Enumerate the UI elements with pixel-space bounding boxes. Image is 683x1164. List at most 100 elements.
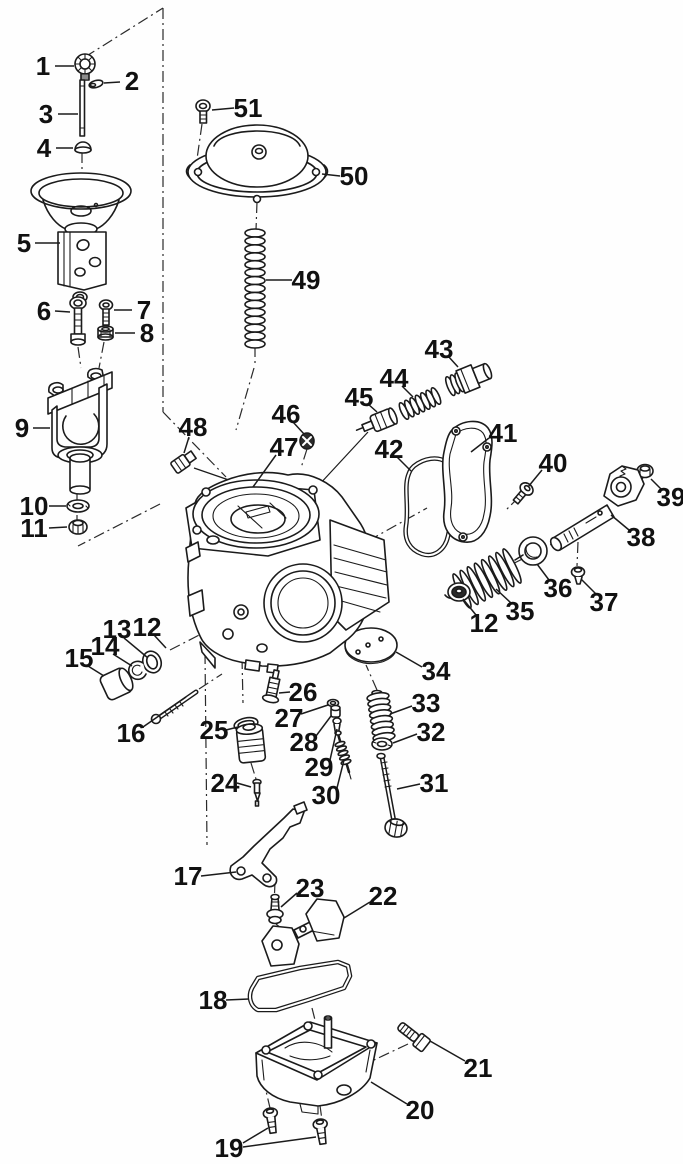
part-19-screws: [262, 1107, 328, 1146]
leader-line-50: [321, 173, 341, 177]
part-number-label-11: 11: [20, 513, 48, 543]
part-33-spring: [366, 689, 396, 743]
leader-line-48: [183, 436, 190, 454]
alignment-line: [195, 123, 203, 167]
part-carburetor-body: [185, 471, 390, 674]
leader-line-28: [315, 715, 332, 737]
part-48-plug: [170, 450, 197, 474]
leader-line-18: [225, 998, 250, 1001]
part-30-spring-coil: [334, 740, 352, 766]
part-2-clip: [88, 79, 104, 89]
part-number-label-36: 36: [544, 573, 573, 603]
alignment-line: [162, 411, 227, 478]
alignment-line: [204, 652, 208, 846]
pointer-line: [317, 431, 369, 487]
leader-line-16: [142, 696, 187, 728]
leader-line-44: [401, 385, 414, 398]
leader-line-40: [527, 469, 543, 488]
part-number-label-41: 41: [489, 418, 518, 448]
part-number-label-25: 25: [200, 715, 229, 745]
part-22-float: [261, 898, 345, 967]
part-21-drain-screw: [397, 1022, 431, 1053]
leader-line-36: [536, 563, 550, 581]
part-number-label-12: 12: [470, 608, 499, 638]
alignment-line: [273, 881, 276, 907]
part-number-label-44: 44: [380, 363, 409, 393]
leader-line-38: [610, 514, 630, 531]
part-number-label-17: 17: [174, 861, 203, 891]
part-34-diaphragm-cover-disc: [344, 627, 398, 665]
leader-line-25: [225, 726, 239, 731]
leader-line-17: [200, 871, 237, 877]
alignment-line: [77, 346, 82, 369]
part-32-washer: [371, 737, 393, 751]
part-24-plunger-and-needle: [235, 723, 267, 807]
part-number-label-51: 51: [234, 93, 263, 123]
leader-line-19: [242, 1136, 317, 1148]
alignment-line: [349, 507, 428, 552]
leader-line-47: [252, 454, 277, 488]
alignment-line: [77, 503, 161, 547]
part-43-fitting: [444, 362, 493, 397]
part-number-label-35: 35: [506, 596, 535, 626]
leader-line-42: [396, 456, 412, 472]
part-number-label-6: 6: [37, 296, 51, 326]
part-45-plunger: [355, 407, 398, 433]
leader-line-46: [292, 421, 305, 435]
part-number-label-18: 18: [199, 985, 228, 1015]
part-number-label-21: 21: [464, 1053, 493, 1083]
leader-line-13: [123, 637, 149, 659]
part-6-bolt: [69, 296, 87, 346]
part-number-label-39: 39: [657, 482, 683, 512]
part-10-washer: [66, 499, 90, 513]
leader-line-29: [329, 728, 338, 761]
alignment-line: [250, 762, 257, 780]
leader-line-15: [87, 665, 105, 677]
part-46-cap: [299, 432, 315, 450]
part-9-bracket-assembly: [47, 367, 113, 495]
part-17-bracket: [229, 801, 308, 888]
part-7-screw: [98, 299, 114, 326]
part-number-label-38: 38: [627, 522, 656, 552]
leader-line-30: [336, 759, 345, 789]
part-number-label-28: 28: [290, 727, 319, 757]
part-number-label-19: 19: [215, 1133, 244, 1163]
part-number-label-29: 29: [305, 752, 334, 782]
part-37-screw: [570, 566, 586, 585]
part-1-needle-seat: [74, 53, 96, 81]
alignment-line: [84, 7, 164, 58]
part-number-label-42: 42: [375, 434, 404, 464]
leader-line-20: [370, 1081, 408, 1105]
part-36-seal-ring: [518, 536, 548, 566]
leader-line-41: [470, 437, 490, 453]
part-number-label-16: 16: [117, 718, 146, 748]
leader-line-14: [112, 653, 133, 667]
leader-line-19: [242, 1127, 269, 1144]
leader-line-33: [389, 705, 413, 715]
part-16-screw: [150, 689, 199, 725]
part-39-nut: [636, 463, 654, 479]
part-49-slide-spring: [244, 228, 266, 349]
alignment-line: [311, 1007, 316, 1021]
alignment-line: [300, 448, 308, 469]
part-number-label-7: 7: [137, 295, 151, 325]
leader-line-32: [392, 733, 418, 744]
part-number-label-8: 8: [140, 318, 154, 348]
part-4-needle-cap: [74, 141, 92, 154]
leader-line-6: [54, 310, 71, 313]
leader-line-12: [462, 598, 477, 616]
leader-line-35: [495, 588, 512, 604]
part-41-cover-plate: [441, 420, 493, 543]
alignment-line: [235, 367, 255, 431]
part-number-label-20: 20: [406, 1095, 435, 1125]
part-15-cap: [99, 667, 134, 701]
part-26-jet: [261, 669, 281, 704]
alignment-line: [576, 541, 579, 567]
part-number-label-47: 47: [270, 432, 299, 462]
part-number-label-3: 3: [39, 99, 53, 129]
part-number-label-34: 34: [422, 656, 451, 686]
part-number-label-9: 9: [15, 413, 29, 443]
part-12-seal-right: [447, 582, 471, 602]
leader-line-22: [343, 901, 371, 919]
